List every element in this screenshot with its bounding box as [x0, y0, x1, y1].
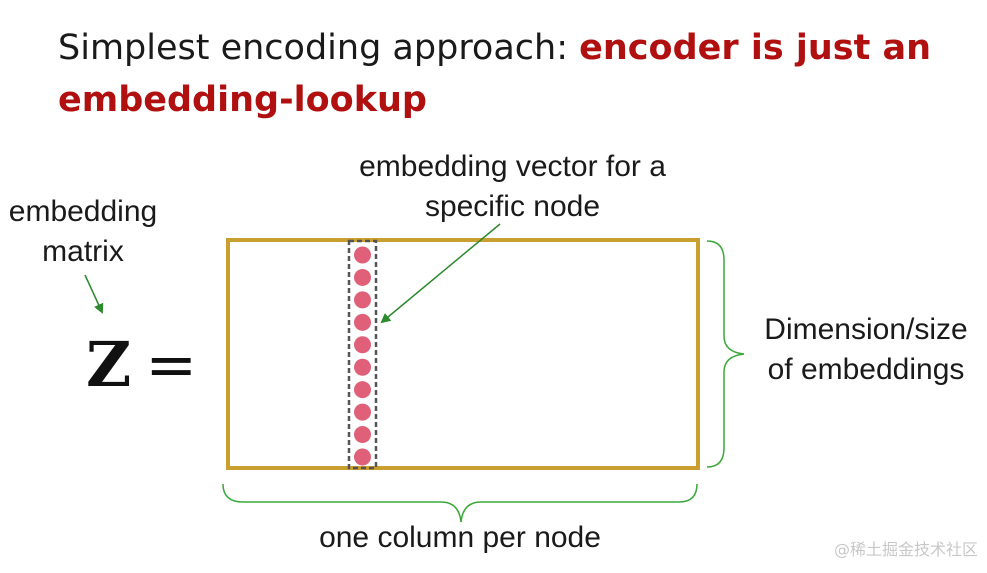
dimension-brace [706, 240, 745, 468]
watermark: @稀土掘金技术社区 [833, 540, 978, 559]
vector-dot [354, 336, 371, 354]
embedding-vector-label-line2: specific node [424, 190, 601, 223]
embedding-matrix-label-line1: embedding [8, 195, 158, 228]
column-per-node-label: one column per node [319, 521, 601, 554]
matrix-formula: Z= [86, 325, 197, 405]
dimension-label-line2: of embeddings [767, 353, 965, 386]
vector-dot [354, 291, 371, 309]
vector-dot [354, 268, 371, 286]
embedding-vector-outline [347, 239, 378, 470]
embedding-matrix-box [226, 238, 700, 470]
dimension-label-line1: Dimension/size [764, 313, 968, 346]
slide-title: Simplest encoding approach: encoder is j… [58, 22, 958, 126]
dimension-label: Dimension/size of embeddings [745, 310, 987, 390]
embedding-vector-label-line1: embedding vector for a [359, 150, 666, 183]
vector-dot [354, 448, 371, 466]
column-brace [222, 483, 698, 523]
title-highlight: encoder is just an embedding-lookup [58, 28, 932, 120]
vector-dot [354, 246, 371, 264]
matrix-symbol: Z [86, 328, 132, 401]
vector-dot [354, 403, 371, 421]
embedding-matrix-label: embedding matrix [0, 192, 166, 272]
title-plain: Simplest encoding approach: [58, 28, 580, 68]
vector-arrow [380, 223, 501, 324]
vector-dot [354, 381, 371, 399]
vector-dot [354, 313, 371, 331]
vector-dot [354, 358, 371, 376]
matrix-arrow [84, 274, 104, 314]
embedding-matrix-label-line2: matrix [42, 235, 124, 268]
embedding-vector-dots [354, 246, 371, 466]
embedding-vector-label: embedding vector for a specific node [310, 147, 715, 227]
vector-dot [354, 426, 371, 444]
equals-sign: = [145, 328, 198, 401]
